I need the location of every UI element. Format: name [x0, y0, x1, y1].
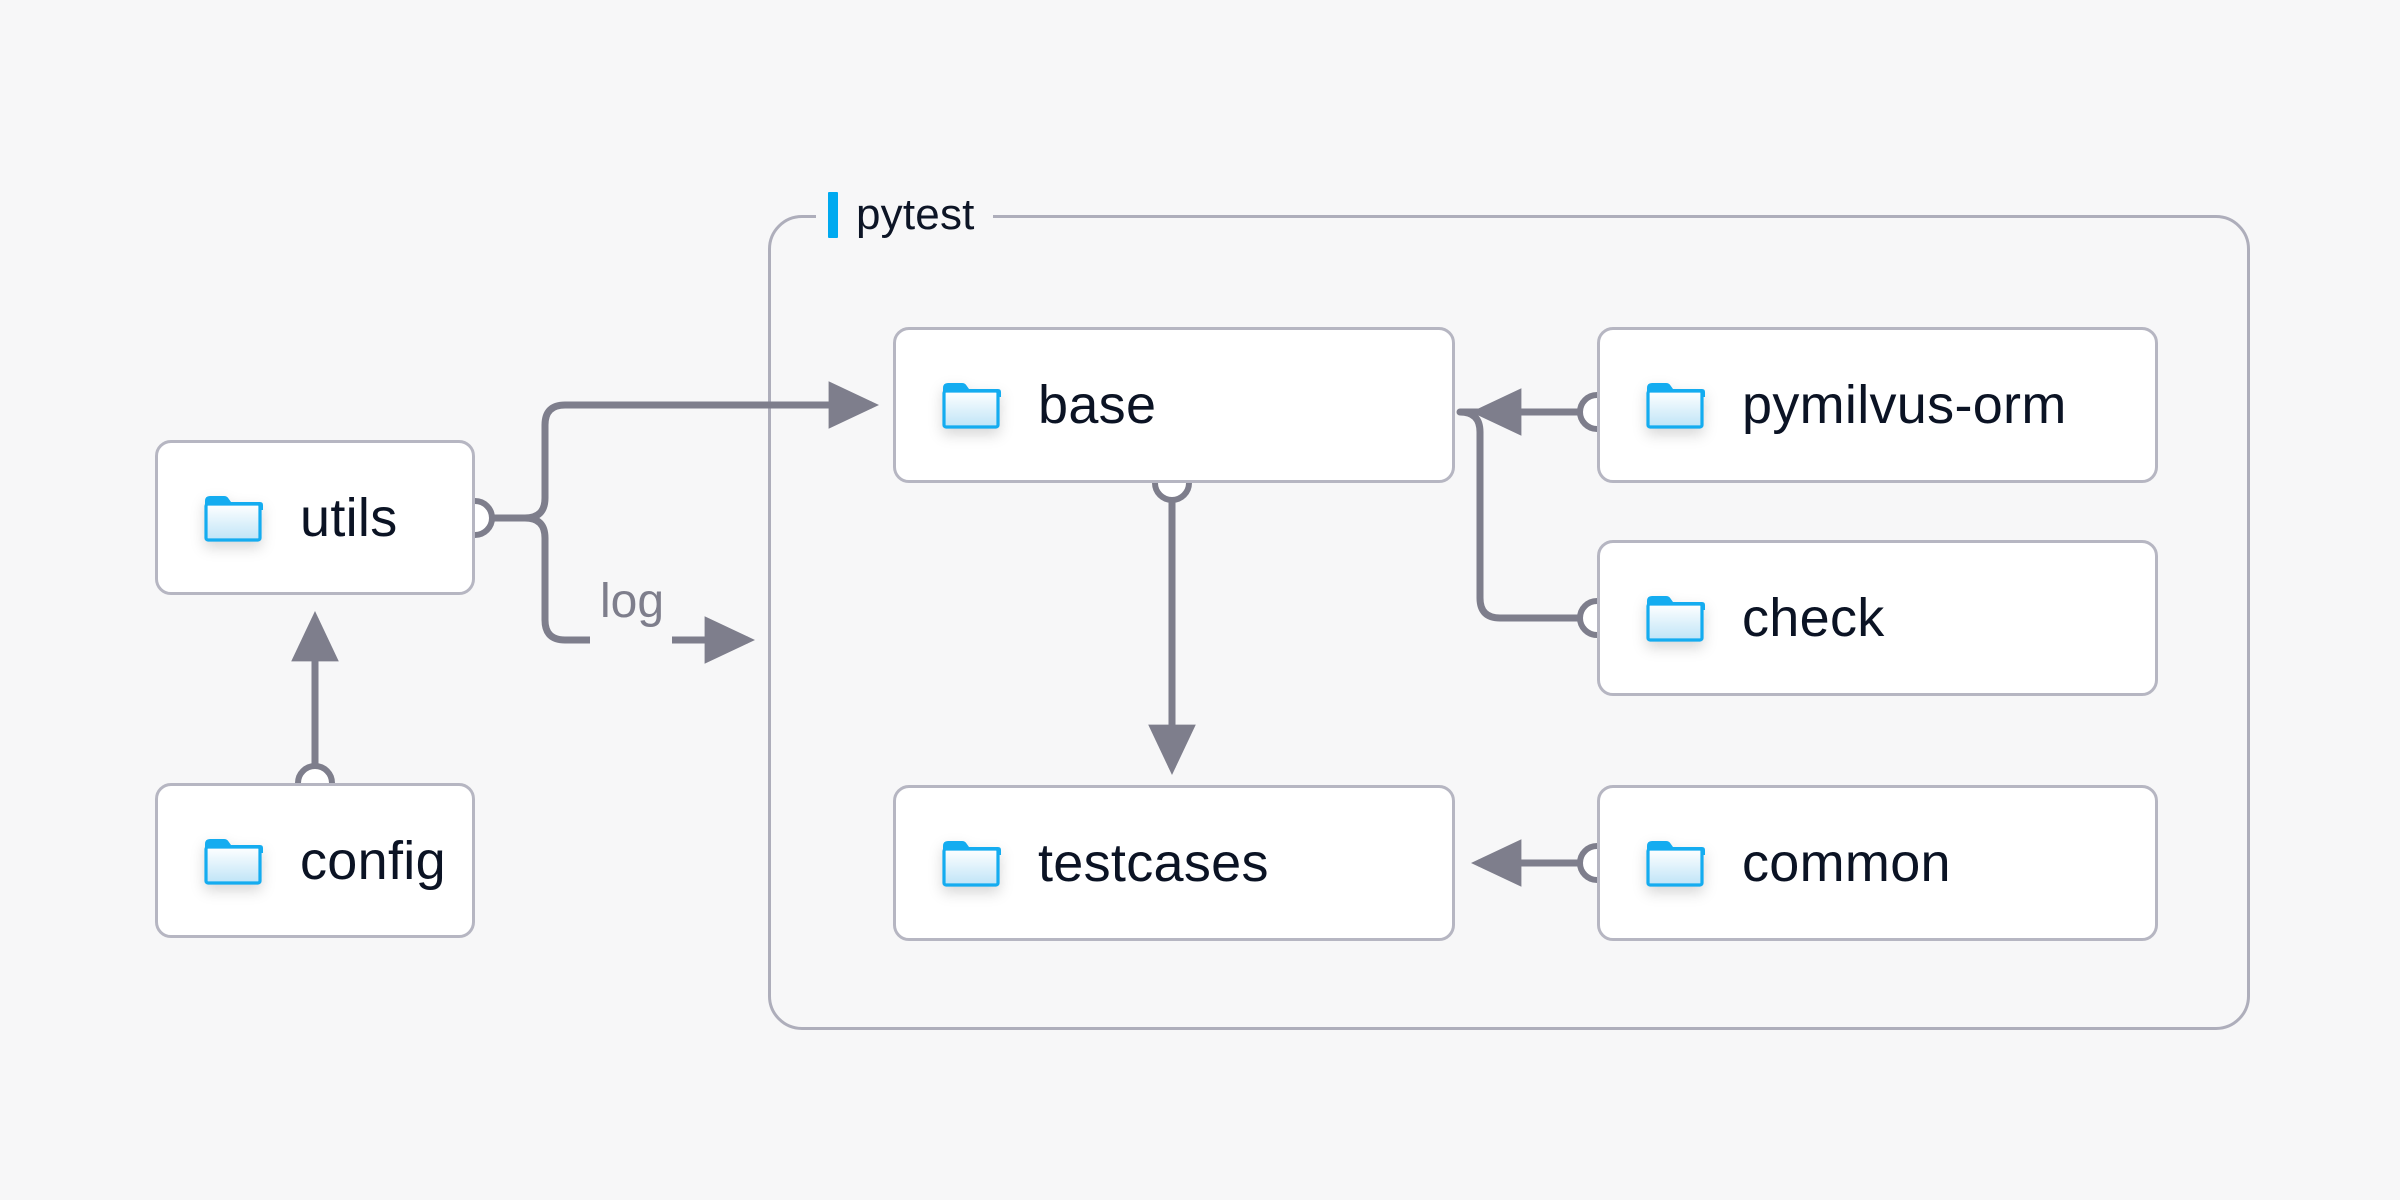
node-label: pymilvus-orm — [1742, 375, 2067, 435]
folder-icon — [1644, 837, 1706, 889]
node-label: config — [300, 830, 446, 891]
folder-icon — [204, 495, 263, 542]
folder-icon — [940, 379, 1002, 431]
folder-icon — [1646, 841, 1705, 887]
folder-icon — [1646, 596, 1705, 642]
node-pymilvus-orm[interactable]: pymilvus-orm — [1597, 327, 2158, 483]
node-label: common — [1742, 833, 1951, 893]
node-testcases[interactable]: testcases — [893, 785, 1455, 941]
edge-label-log: log — [600, 575, 665, 628]
folder-icon — [1644, 379, 1706, 431]
node-check[interactable]: check — [1597, 540, 2158, 696]
folder-icon — [1644, 592, 1706, 644]
group-label-pytest[interactable]: pytest — [816, 180, 993, 250]
folder-icon — [204, 838, 263, 885]
folder-icon — [940, 837, 1002, 889]
group-title: pytest — [856, 190, 975, 239]
folder-icon — [942, 841, 1001, 887]
folder-icon — [202, 492, 264, 544]
node-label: check — [1742, 588, 1885, 648]
group-container-pytest[interactable] — [768, 215, 2250, 1030]
folder-icon — [942, 383, 1001, 429]
node-base[interactable]: base — [893, 327, 1455, 483]
node-utils[interactable]: utils — [155, 440, 475, 595]
node-common[interactable]: common — [1597, 785, 2158, 941]
edge-utils-to-log[interactable] — [490, 514, 590, 644]
accent-bar-icon — [828, 192, 838, 238]
node-label: base — [1038, 375, 1157, 435]
folder-icon — [1646, 383, 1705, 429]
node-config[interactable]: config — [155, 783, 475, 938]
folder-icon — [202, 835, 264, 887]
node-label: testcases — [1038, 833, 1269, 893]
node-label: utils — [300, 487, 398, 548]
